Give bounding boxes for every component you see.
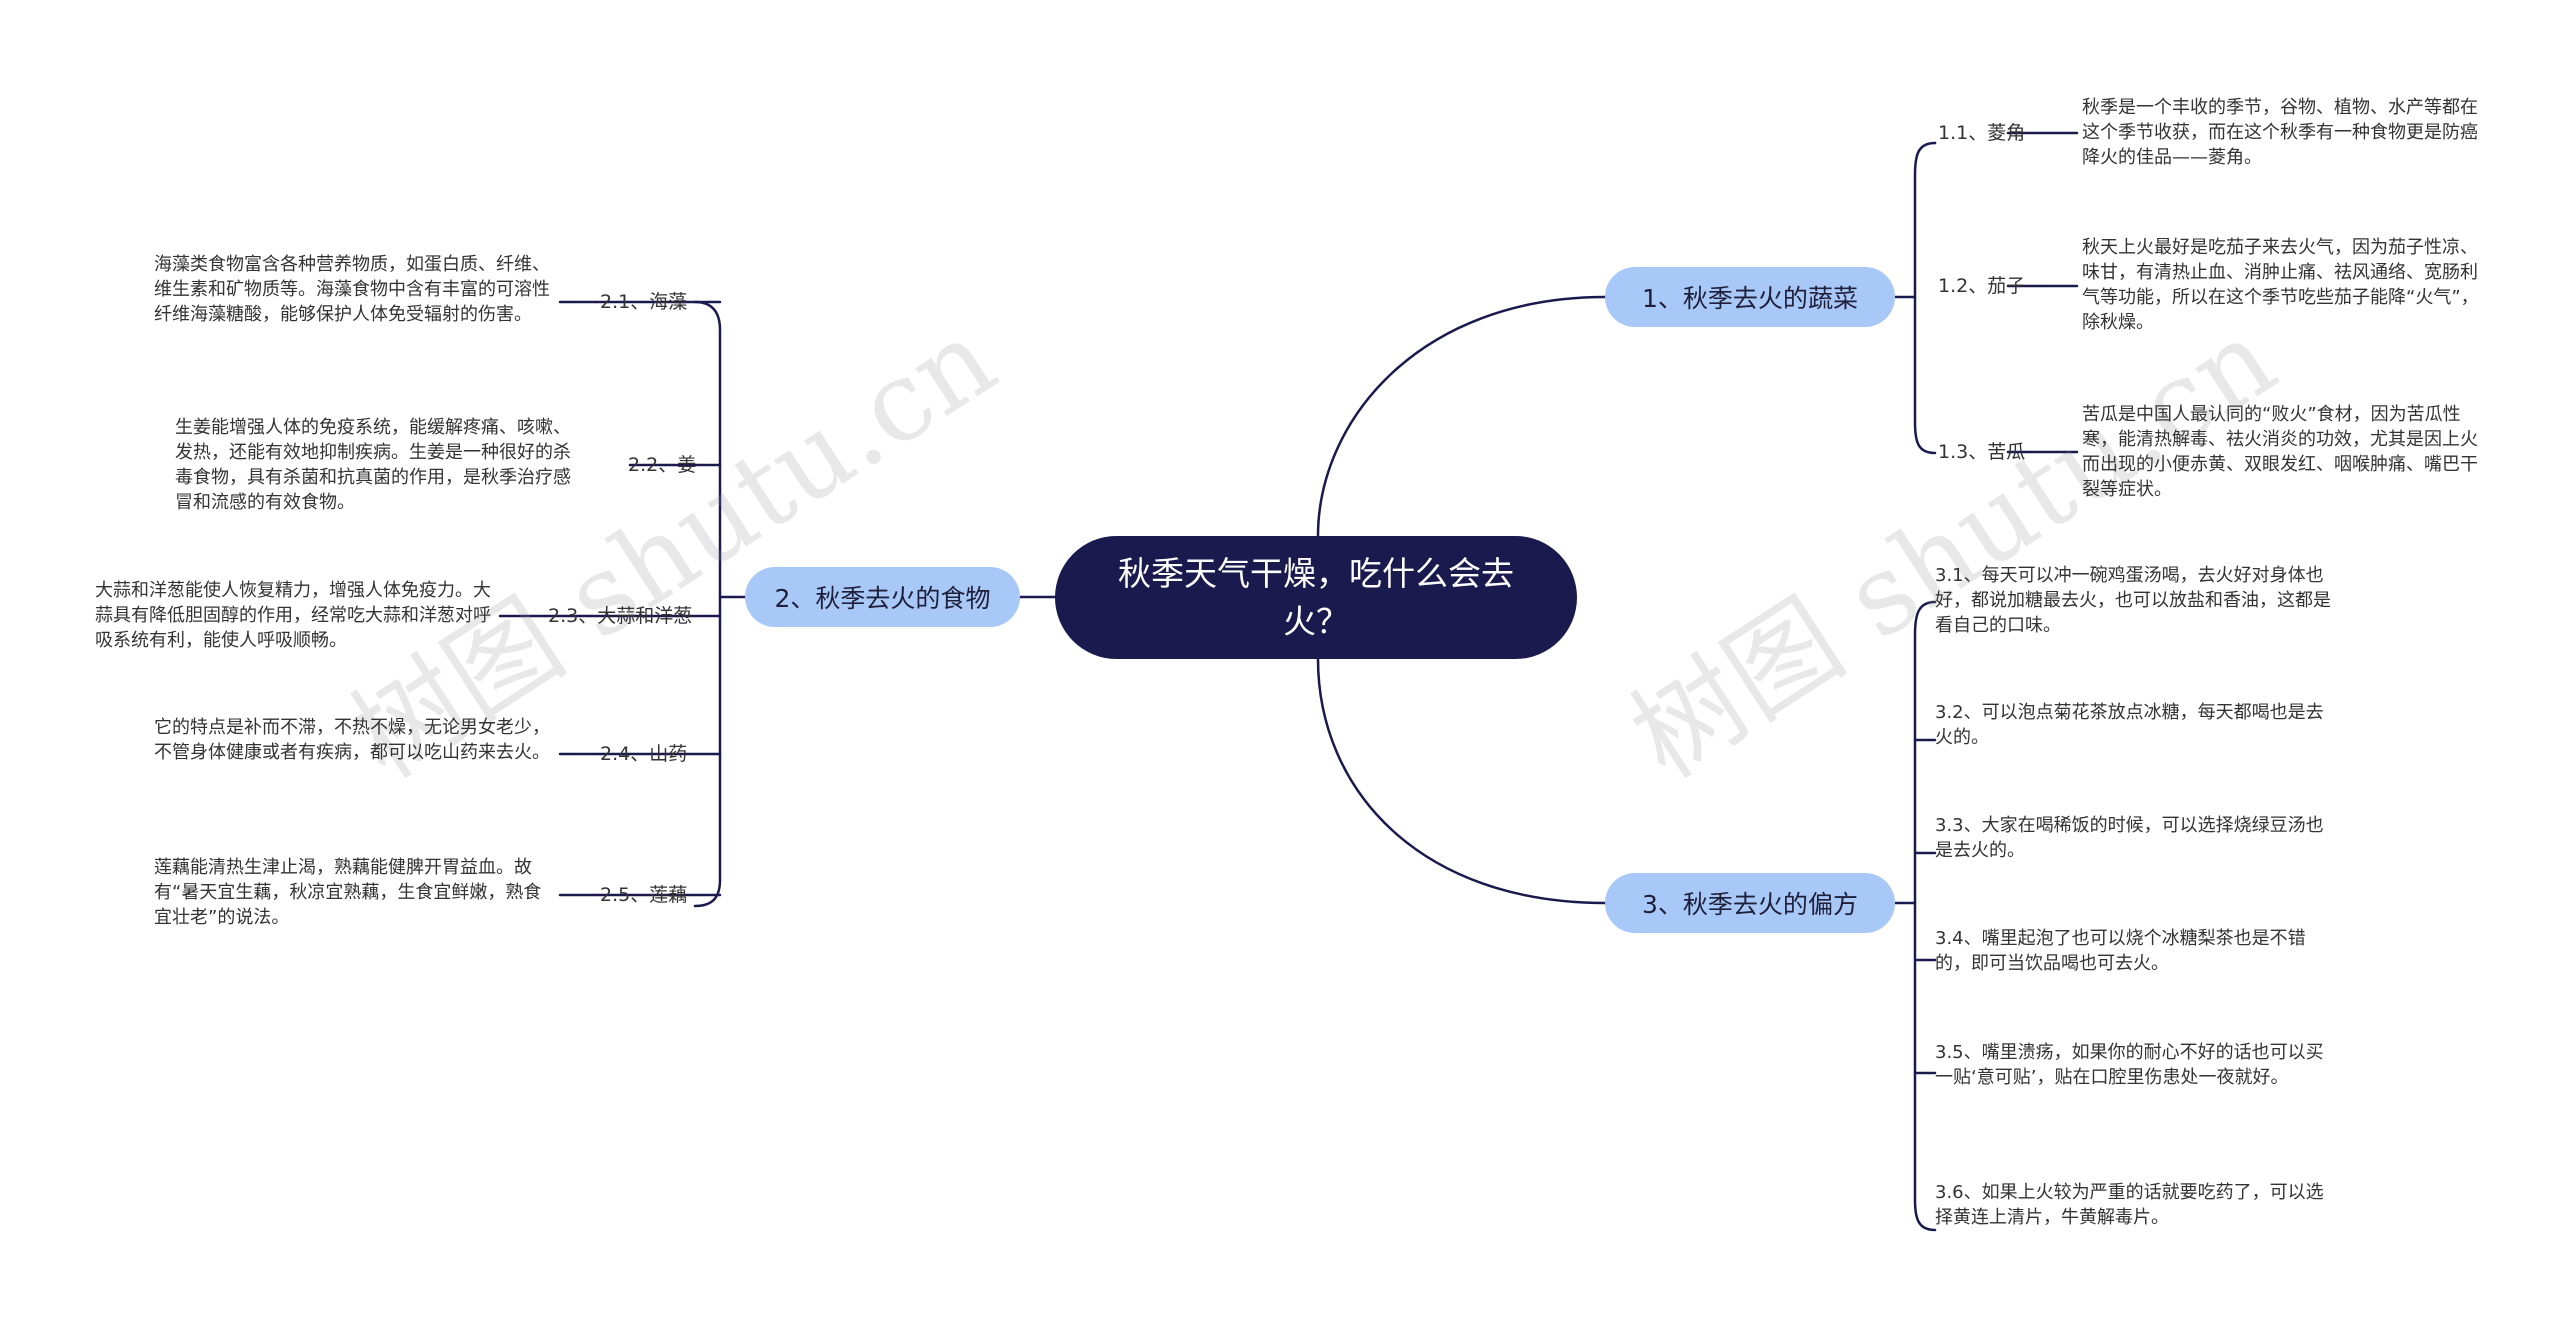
remedy-item: 3.3、大家在喝稀饭的时候，可以选择烧绿豆汤也是去火的。: [1935, 815, 2324, 861]
subtopic-yam[interactable]: 2.4、山药: [600, 743, 688, 765]
root-title: 秋季天气干燥，吃什么会去火？: [1118, 553, 1514, 641]
remedy-item: 3.2、可以泡点菊花茶放点冰糖，每天都喝也是去火的。: [1935, 702, 2324, 748]
branch-label: 3、秋季去火的偏方: [1642, 890, 1858, 919]
remedy-item: 3.1、每天可以冲一碗鸡蛋汤喝，去火好对身体也好，都说加糖最去火，也可以放盐和香…: [1935, 565, 2331, 636]
subtopic-eggplant[interactable]: 1.2、茄子: [1938, 275, 2026, 297]
subtopic-bitter-melon[interactable]: 1.3、苦瓜: [1938, 441, 2026, 463]
leaf-water-caltrop-text: 秋季是一个丰收的季节，谷物、植物、水产等都在这个季节收获，而在这个秋季有一种食物…: [2082, 97, 2478, 168]
branch-label: 1、秋季去火的蔬菜: [1642, 284, 1858, 313]
branch-foods[interactable]: 2、秋季去火的食物: [745, 567, 1020, 627]
bracket-b3: [1913, 600, 1937, 1232]
bracket-b1: [1913, 141, 1937, 455]
leaf-eggplant-text: 秋天上火最好是吃茄子来去火气，因为茄子性凉、味甘，有清热止血、消肿止痛、祛风通络…: [2082, 237, 2479, 333]
branch-label: 2、秋季去火的食物: [774, 584, 991, 613]
subtopic-seaweed[interactable]: 2.1、海藻: [600, 291, 688, 313]
subtopic-water-caltrop[interactable]: 1.1、菱角: [1938, 122, 2026, 144]
subtopic-lotus-root[interactable]: 2.5、莲藕: [600, 884, 688, 906]
leaf-garlic-onion-text: 大蒜和洋葱能使人恢复精力，增强人体免疫力。大蒜具有降低胆固醇的作用，经常吃大蒜和…: [95, 580, 491, 651]
connector-root-b1: [1316, 295, 1607, 538]
remedy-item: 3.4、嘴里起泡了也可以烧个冰糖梨茶也是不错的，即可当饮品喝也可去火。: [1935, 928, 2306, 974]
root-topic[interactable]: 秋季天气干燥，吃什么会去火？: [1055, 536, 1577, 659]
branch-vegetables[interactable]: 1、秋季去火的蔬菜: [1605, 267, 1895, 327]
subtopic-garlic-onion[interactable]: 2.3、大蒜和洋葱: [548, 605, 693, 627]
remedy-item: 3.6、如果上火较为严重的话就要吃药了，可以选择黄连上清片，牛黄解毒片。: [1935, 1182, 2324, 1228]
bracket-b2: [693, 300, 722, 908]
leaf-yam-text: 它的特点是补而不滞，不热不燥，无论男女老少，不管身体健康或者有疾病，都可以吃山药…: [154, 717, 550, 763]
remedy-item: 3.5、嘴里溃疡，如果你的耐心不好的话也可以买一贴‘意可贴’，贴在口腔里伤患处一…: [1935, 1042, 2324, 1088]
leaf-ginger-text: 生姜能增强人体的免疫系统，能缓解疼痛、咳嗽、发热，还能有效地抑制疾病。生姜是一种…: [175, 417, 571, 513]
leaf-bitter-melon-text: 苦瓜是中国人最认同的“败火”食材，因为苦瓜性寒，能清热解毒、祛火消炎的功效，尤其…: [2082, 404, 2478, 500]
subtopic-ginger[interactable]: 2.2、姜: [628, 454, 697, 476]
leaf-lotus-root-text: 莲藕能清热生津止渴，熟藕能健脾开胃益血。故有“暑天宜生藕，秋凉宜熟藕，生食宜鲜嫩…: [154, 857, 542, 928]
leaf-seaweed-text: 海藻类食物富含各种营养物质，如蛋白质、纤维、维生素和矿物质等。海藻食物中含有丰富…: [154, 254, 550, 325]
connector-root-b3: [1316, 657, 1607, 905]
branch-remedies[interactable]: 3、秋季去火的偏方: [1605, 873, 1895, 933]
